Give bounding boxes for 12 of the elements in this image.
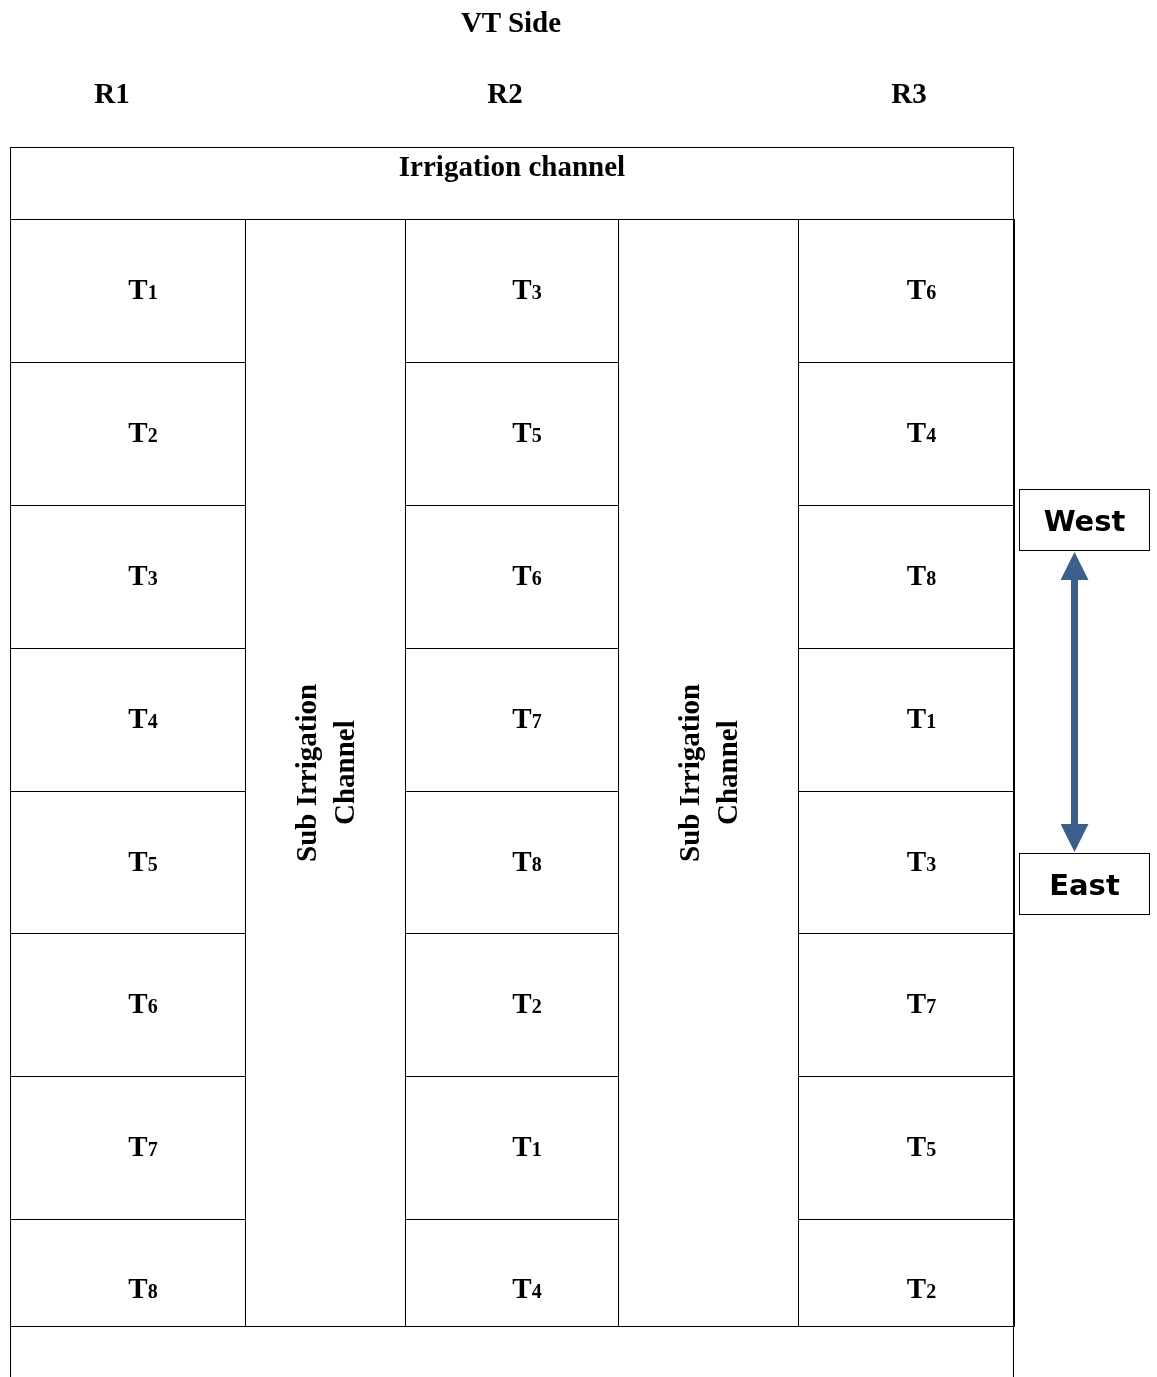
direction-box bbox=[1019, 489, 1150, 551]
channel-label: Irrigation channel bbox=[397, 150, 627, 183]
direction-label: East bbox=[1048, 868, 1121, 902]
channel-label: Sub Irrigation Channel bbox=[288, 682, 361, 865]
channel-label: Sub Irrigation Channel bbox=[671, 682, 744, 865]
direction-box bbox=[1019, 853, 1150, 915]
replication-label: R1 bbox=[94, 77, 130, 110]
replication-label: R3 bbox=[891, 77, 927, 110]
direction-label: West bbox=[1042, 504, 1127, 538]
side-heading: VT Side bbox=[460, 6, 562, 39]
replication-label: R2 bbox=[487, 77, 523, 110]
double-arrow bbox=[1060, 552, 1089, 852]
